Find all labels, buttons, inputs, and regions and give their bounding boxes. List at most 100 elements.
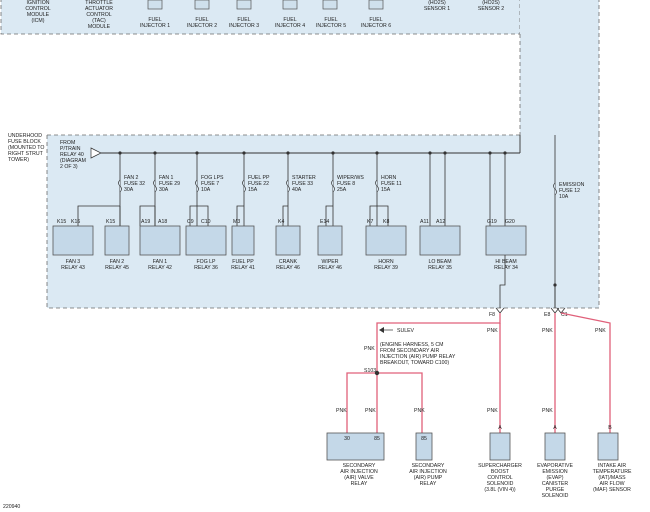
svg-text:INJECTOR 1: INJECTOR 1 xyxy=(140,23,170,29)
fuse-horn-label: HORN FUSE 11 15A xyxy=(381,175,402,193)
svg-text:A19: A19 xyxy=(141,219,150,225)
svg-text:FUSE BLOCK: FUSE BLOCK xyxy=(8,139,41,145)
svg-text:G19: G19 xyxy=(487,219,497,225)
svg-text:40A: 40A xyxy=(292,187,302,193)
svg-text:P/TRAIN: P/TRAIN xyxy=(60,146,81,152)
svg-text:(TAC): (TAC) xyxy=(92,18,106,24)
svg-text:LO BEAM: LO BEAM xyxy=(428,259,451,265)
relay-horn-label: HORN RELAY 39 xyxy=(374,259,398,271)
svg-text:(IAT)/MASS: (IAT)/MASS xyxy=(598,475,626,481)
svg-text:FUSE 7: FUSE 7 xyxy=(201,181,219,187)
svg-text:FROM: FROM xyxy=(60,140,75,146)
emission-junction xyxy=(553,283,557,287)
svg-text:2 OF 3): 2 OF 3) xyxy=(60,164,78,170)
svg-text:C1: C1 xyxy=(561,312,568,318)
svg-text:CONTROL: CONTROL xyxy=(487,475,512,481)
svg-text:C10: C10 xyxy=(201,219,211,225)
svg-text:FOG LP: FOG LP xyxy=(196,259,216,265)
svg-text:MODULE: MODULE xyxy=(27,12,50,18)
svg-text:PNK: PNK xyxy=(595,328,606,334)
underhood-fuse-block: UNDERHOOD FUSE BLOCK (MOUNTED TO RIGHT S… xyxy=(8,133,600,309)
bottom-pin-labels: 30 85 85 A A B xyxy=(344,425,612,442)
wire-color-labels: PNK PNK PNK PNK PNK PNK PNK PNK PNK xyxy=(336,328,606,414)
svg-text:PNK: PNK xyxy=(487,328,498,334)
svg-text:FUSE 8: FUSE 8 xyxy=(337,181,355,187)
svg-text:HORN: HORN xyxy=(381,175,397,181)
svg-text:RELAY 39: RELAY 39 xyxy=(374,265,398,271)
emission-fuse-symbol xyxy=(553,182,557,196)
svg-text:FUEL: FUEL xyxy=(195,17,208,23)
fuse-symbols xyxy=(118,179,379,193)
svg-text:FUSE 32: FUSE 32 xyxy=(124,181,145,187)
svg-text:FUSE 29: FUSE 29 xyxy=(159,181,180,187)
svg-text:CANISTER: CANISTER xyxy=(542,481,568,487)
svg-text:FUEL PP: FUEL PP xyxy=(232,259,254,265)
fuse-fog-lps-label: FOG LPS FUSE 7 10A xyxy=(201,175,224,193)
svg-text:K7: K7 xyxy=(367,219,373,225)
svg-text:INJECTOR 4: INJECTOR 4 xyxy=(275,23,305,29)
svg-text:HI BEAM: HI BEAM xyxy=(495,259,516,265)
svg-text:K15: K15 xyxy=(106,219,115,225)
svg-text:A: A xyxy=(553,425,557,431)
svg-text:85: 85 xyxy=(421,436,427,442)
svg-text:RELAY 46: RELAY 46 xyxy=(276,265,300,271)
svg-text:AIR FLOW: AIR FLOW xyxy=(599,481,624,487)
feed-arrow xyxy=(90,147,102,159)
svg-text:BREAKOUT, TOWARD C100): BREAKOUT, TOWARD C100) xyxy=(380,360,449,366)
svg-text:RIGHT STRUT: RIGHT STRUT xyxy=(8,151,44,157)
svg-text:CONTROL: CONTROL xyxy=(25,6,50,12)
svg-text:EMISSION: EMISSION xyxy=(542,469,568,475)
svg-text:C9: C9 xyxy=(187,219,194,225)
svg-text:SECONDARY: SECONDARY xyxy=(412,463,445,469)
svg-text:FUEL: FUEL xyxy=(237,17,250,23)
output-pin-labels: F8 E8 C1 xyxy=(489,312,568,318)
supercharger-solenoid-label: SUPERCHARGER BOOST CONTROL SOLENOID (3.8… xyxy=(478,463,522,493)
relay-fuel-pp-label: FUEL PP RELAY 41 xyxy=(231,259,255,271)
sulev-indicator: SULEV xyxy=(379,327,415,334)
svg-text:M3: M3 xyxy=(233,219,240,225)
harness-note: (ENGINE HARNESS, 5 CM FROM SECONDARY AIR… xyxy=(380,342,456,366)
svg-text:FAN 2: FAN 2 xyxy=(124,175,139,181)
relay-crank-label: CRANK RELAY 46 xyxy=(276,259,300,271)
svg-text:(AIR) PUMP: (AIR) PUMP xyxy=(414,475,443,481)
fuel-injector-6-label: FUEL INJECTOR 6 xyxy=(361,17,391,29)
svg-text:PNK: PNK xyxy=(487,408,498,414)
svg-text:EMISSION: EMISSION xyxy=(559,182,585,188)
fuse-starter-label: STARTER FUSE 33 40A xyxy=(292,175,316,193)
svg-text:85: 85 xyxy=(374,436,380,442)
relay-fan-2-label: FAN 2 RELAY 45 xyxy=(105,259,129,271)
svg-text:PNK: PNK xyxy=(542,408,553,414)
svg-text:PURGE: PURGE xyxy=(546,487,565,493)
svg-text:AIR INJECTION: AIR INJECTION xyxy=(340,469,378,475)
svg-text:FUSE 33: FUSE 33 xyxy=(292,181,313,187)
svg-text:IGNITION: IGNITION xyxy=(26,0,49,6)
svg-text:E14: E14 xyxy=(320,219,329,225)
svg-text:RELAY 42: RELAY 42 xyxy=(148,265,172,271)
svg-text:FUEL: FUEL xyxy=(324,17,337,23)
relay-wiper-label: WIPER RELAY 46 xyxy=(318,259,342,271)
svg-text:10A: 10A xyxy=(201,187,211,193)
fuel-injector-1-label: FUEL INJECTOR 1 xyxy=(140,17,170,29)
emission-fuse-label: EMISSION FUSE 12 10A xyxy=(559,182,585,200)
svg-text:(EVAP): (EVAP) xyxy=(547,475,564,481)
relay-lo-beam-label: LO BEAM RELAY 35 xyxy=(428,259,452,271)
svg-text:STARTER: STARTER xyxy=(292,175,316,181)
fuel-injector-3-label: FUEL INJECTOR 3 xyxy=(229,17,259,29)
relay-fan-3-label: FAN 3 RELAY 43 xyxy=(61,259,85,271)
svg-text:(ICM): (ICM) xyxy=(32,18,45,24)
pink-wires xyxy=(346,312,611,433)
svg-text:AIR INJECTION: AIR INJECTION xyxy=(409,469,447,475)
svg-text:HORN: HORN xyxy=(378,259,394,265)
relay-hi-beam-label: HI BEAM RELAY 34 xyxy=(494,259,518,271)
svg-text:ACTUATOR: ACTUATOR xyxy=(85,6,113,12)
svg-text:(AIR) VALVE: (AIR) VALVE xyxy=(344,475,374,481)
air-valve-relay-label: SECONDARY AIR INJECTION (AIR) VALVE RELA… xyxy=(340,463,378,487)
svg-text:TOWER): TOWER) xyxy=(8,157,29,163)
svg-text:RELAY 41: RELAY 41 xyxy=(231,265,255,271)
svg-text:SULEV: SULEV xyxy=(397,328,415,334)
svg-text:G20: G20 xyxy=(505,219,515,225)
svg-text:PNK: PNK xyxy=(364,346,375,352)
svg-text:(3.8L (VIN 4)): (3.8L (VIN 4)) xyxy=(484,487,516,493)
svg-text:FAN 1: FAN 1 xyxy=(153,259,168,265)
svg-text:INJECTOR 5: INJECTOR 5 xyxy=(316,23,346,29)
